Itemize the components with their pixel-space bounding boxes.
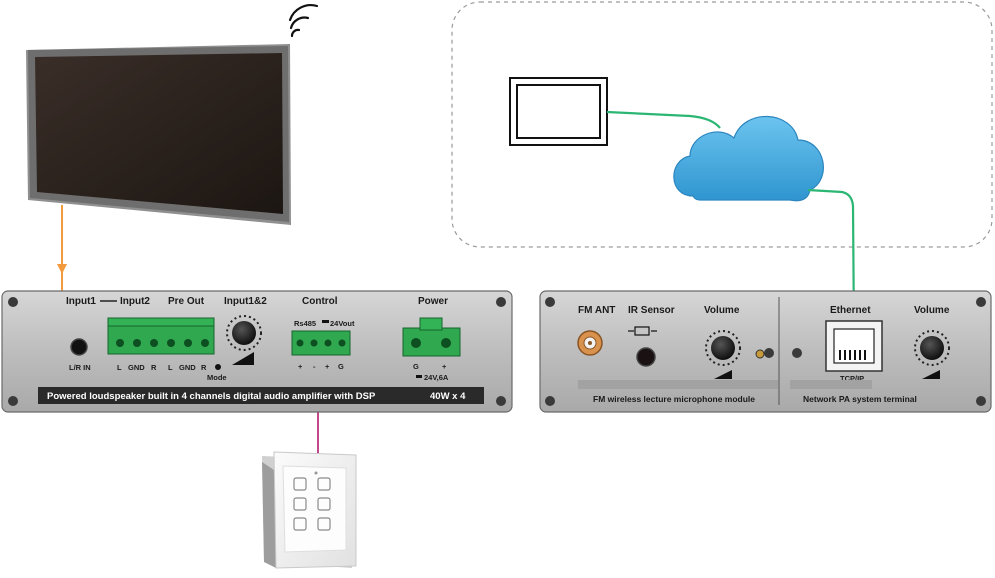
fm-antenna-connector[interactable] — [577, 330, 603, 356]
pin-preout-gnd: GND — [179, 363, 196, 372]
network-cables — [606, 110, 856, 336]
mode-button[interactable] — [215, 364, 221, 370]
network-volume-knob[interactable] — [914, 330, 950, 366]
screw-icon — [545, 297, 986, 406]
amplifier-panel: Input1 Input2 Pre Out Input1&2 Control P… — [1, 290, 513, 413]
level-ramp-icon — [232, 352, 254, 365]
cloud-to-terminal-cable — [807, 188, 856, 336]
control-terminal-block[interactable] — [291, 330, 351, 356]
fm-network-panel: FM ANT IR Sensor Volume FM wireless lect… — [539, 290, 992, 413]
monitor-to-cloud-cable — [606, 110, 721, 129]
power-terminal-block[interactable] — [402, 317, 461, 357]
ethernet-port[interactable] — [825, 320, 883, 372]
ir-sensor-window — [636, 347, 656, 367]
ir-sensor-icon — [628, 326, 657, 336]
label-input12: Input1&2 — [224, 296, 267, 307]
fm-indicator-led — [755, 349, 765, 359]
cloud-icon — [673, 115, 824, 202]
pin-input-r: R — [151, 363, 157, 372]
label-pre-out: Pre Out — [168, 296, 205, 307]
wireless-signal-icon — [288, 4, 319, 38]
wall-panel-buttons — [293, 477, 331, 531]
level-ramp-icon — [922, 370, 940, 379]
label-ethernet: Ethernet — [830, 305, 871, 316]
wall-control-panel-icon — [262, 451, 357, 569]
label-tcpip: TCP/IP — [840, 374, 864, 383]
fm-module-caption: FM wireless lecture microphone module — [593, 394, 755, 404]
level-ramp-icon — [714, 370, 732, 379]
network-terminal-caption: Network PA system terminal — [803, 394, 917, 404]
input-terminal-block[interactable] — [107, 317, 215, 355]
label-24vout: 24Vout — [330, 319, 355, 328]
label-fm-volume: Volume — [704, 305, 740, 316]
label-network-volume: Volume — [914, 305, 950, 316]
pin-control-2: - — [313, 362, 316, 371]
pin-control-4: G — [338, 362, 344, 371]
label-input1: Input1 — [66, 296, 96, 307]
label-control: Control — [302, 296, 338, 307]
pin-preout-l: L — [168, 363, 173, 372]
pin-control-1: + — [298, 362, 303, 371]
label-power-rating: 24V,6A — [424, 373, 449, 382]
pin-power-g: G — [413, 362, 419, 371]
label-rs485: Rs485 — [294, 319, 316, 328]
pin-control-3: + — [325, 362, 330, 371]
pin-power-plus: + — [442, 362, 447, 371]
label-lr-in: L/R IN — [69, 363, 91, 372]
label-input2: Input2 — [120, 296, 150, 307]
monitor-icon — [509, 77, 608, 146]
amplifier-banner-text: Powered loudspeaker built in 4 channels … — [47, 391, 376, 402]
screw-icon — [8, 297, 506, 406]
input12-knob[interactable] — [226, 315, 262, 351]
label-mode: Mode — [207, 373, 227, 382]
label-ir-sensor: IR Sensor — [628, 305, 675, 316]
label-power: Power — [418, 296, 448, 307]
pin-input-gnd: GND — [128, 363, 145, 372]
label-fm-ant: FM ANT — [578, 305, 615, 316]
amplifier-banner — [38, 387, 484, 404]
amplifier-wattage: 40W x 4 — [430, 391, 466, 402]
network-zone — [451, 1, 993, 248]
pin-input-l: L — [117, 363, 122, 372]
fm-volume-knob[interactable] — [705, 330, 741, 366]
pin-preout-r: R — [201, 363, 207, 372]
lr-in-jack[interactable] — [70, 338, 88, 356]
tv-icon — [26, 44, 291, 225]
